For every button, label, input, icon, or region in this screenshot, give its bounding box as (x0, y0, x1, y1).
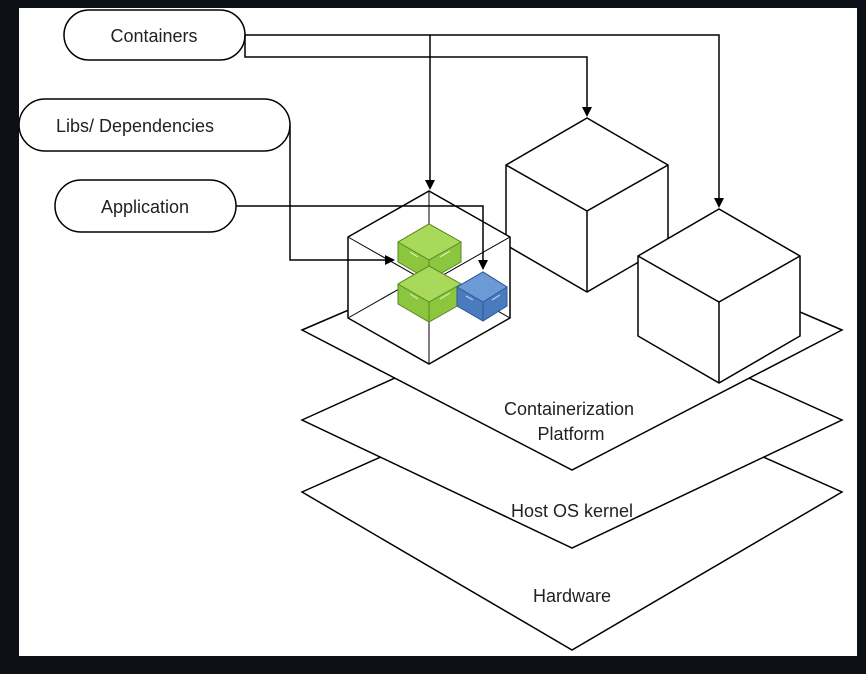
kernel-label: Host OS kernel (511, 501, 633, 521)
platform-label-line1: Containerization (504, 399, 634, 419)
application-block (455, 271, 508, 322)
container-cube-right (637, 208, 801, 384)
containers-callout: Containers (63, 9, 246, 61)
platform-label-line2: Platform (537, 424, 604, 444)
containers-arrow-back (244, 35, 592, 117)
container-architecture-diagram: Containerization Platform Host OS kernel… (18, 9, 844, 651)
application-arrow (236, 205, 488, 270)
libs-arrow (289, 126, 395, 265)
diagram-canvas: Containerization Platform Host OS kernel… (18, 8, 857, 656)
application-callout-label: Application (101, 197, 189, 217)
containers-callout-label: Containers (110, 26, 197, 46)
lib-block-upper (397, 223, 463, 281)
application-callout: Application (54, 179, 237, 233)
containers-arrow-right (430, 34, 724, 208)
lib-block-lower (397, 265, 463, 323)
hardware-label: Hardware (533, 586, 611, 606)
libs-callout-label: Libs/ Dependencies (56, 116, 214, 136)
libs-callout: Libs/ Dependencies (18, 98, 291, 152)
